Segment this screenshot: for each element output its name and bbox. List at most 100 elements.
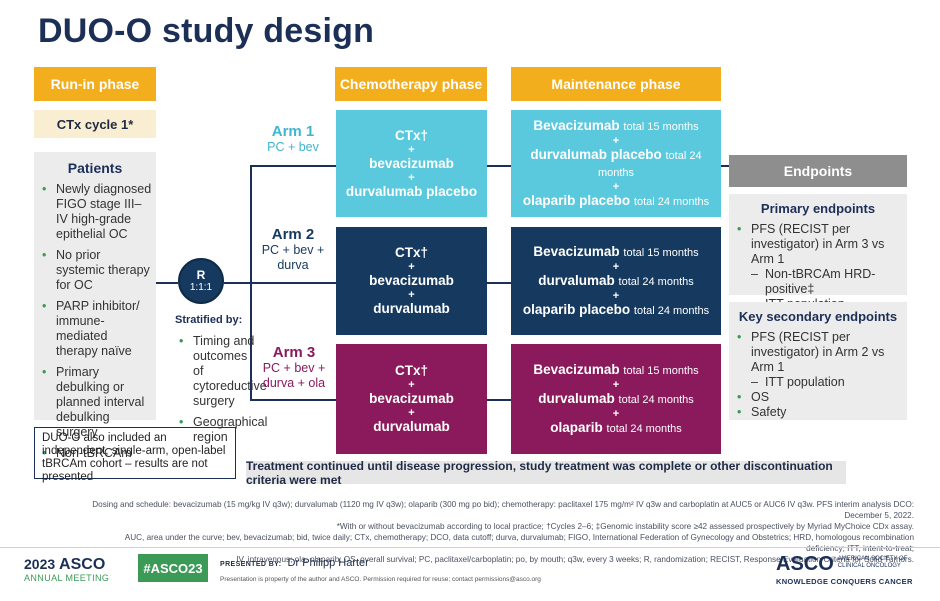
plus-sign: + — [408, 289, 415, 301]
plus-sign: + — [612, 378, 620, 391]
arm-3-label: Arm 3 PC + bev + durva + ola — [256, 344, 332, 391]
maintenance-drug: olaparib placebo — [522, 301, 631, 317]
connector-line — [721, 165, 729, 167]
footnote-line: AUC, area under the curve; bev, bevacizu… — [124, 533, 914, 553]
maintenance-duration: total 24 months — [618, 275, 694, 288]
plus-sign: + — [612, 260, 620, 273]
society-line-2: CLINICAL ONCOLOGY — [837, 563, 901, 569]
connector-line — [250, 165, 252, 400]
plus-sign: + — [408, 143, 415, 156]
arm-1-subtitle: PC + bev — [267, 140, 319, 154]
run-in-phase-header: Run-in phase — [34, 67, 156, 101]
connector-line — [224, 282, 336, 284]
secondary-endpoints-heading: Key secondary endpoints — [738, 309, 898, 324]
patients-heading: Patients — [67, 160, 123, 176]
slide-title: DUO-O study design — [38, 12, 375, 50]
plus-sign: + — [612, 134, 620, 147]
footnote-line: *With or without bevacizumab according t… — [336, 522, 914, 531]
footer-divider — [0, 547, 940, 548]
asco-logo: ASCO AMERICAN SOCIETY OF CLINICAL ONCOLO… — [776, 553, 926, 586]
maintenance-duration: total 15 months — [623, 246, 699, 259]
maintenance-drug: durvalumab — [538, 272, 615, 288]
maintenance-duration: total 24 months — [606, 422, 682, 435]
randomization-ratio: 1:1:1 — [189, 282, 213, 293]
maintenance-duration: total 15 months — [623, 364, 699, 377]
connector-line — [487, 165, 511, 167]
list-item: No prior systemic therapy for OC — [38, 248, 152, 293]
plus-sign: + — [408, 407, 415, 419]
permission-note: Presentation is property of the author a… — [220, 576, 541, 583]
treatment-note: Treatment continued until disease progre… — [246, 459, 846, 487]
arm-3-title: Arm 3 — [272, 344, 316, 361]
presenter-name: Dr Philipp Harter — [287, 557, 369, 569]
list-item: PFS (RECIST per investigator) in Arm 2 v… — [733, 330, 903, 375]
meeting-asco: ASCO — [59, 556, 106, 573]
maintenance-drug: Bevacizumab — [533, 243, 620, 259]
list-item: ITT population — [733, 375, 903, 390]
stratification: Stratified by: Timing and outcomes of cy… — [175, 314, 267, 445]
list-item: Newly diagnosed FIGO stage III–IV high-g… — [38, 182, 152, 242]
chemo-drug: durvalumab — [373, 419, 450, 434]
meeting-name: ANNUAL MEETING — [24, 573, 110, 583]
maintenance-phase-header: Maintenance phase — [511, 67, 721, 101]
plus-sign: + — [612, 289, 620, 302]
plus-sign: + — [408, 379, 415, 391]
chemo-drug: durvalumab placebo — [345, 183, 478, 199]
society-line-1: AMERICAN SOCIETY OF — [837, 556, 908, 562]
plus-sign: + — [408, 171, 415, 184]
footnotes: Dosing and schedule: bevacizumab (15 mg/… — [92, 499, 914, 565]
connector-line — [156, 282, 178, 284]
arm-3-subtitle: PC + bev + durva + ola — [262, 361, 326, 390]
primary-endpoints-box: Primary endpoints PFS (RECIST per invest… — [729, 194, 907, 312]
meeting-logo: 2023 ASCO ANNUAL MEETING — [24, 556, 134, 583]
maintenance-duration: total 24 months — [633, 195, 710, 208]
list-item: Non-tBRCAm HRD-positive‡ — [733, 267, 903, 297]
plus-sign: + — [612, 180, 620, 193]
arm-2-label: Arm 2 PC + bev + durva — [256, 226, 330, 273]
connector-line — [250, 399, 336, 401]
arm-3-maintenance-box: Bevacizumab total 15 months + durvalumab… — [511, 344, 721, 454]
primary-endpoints-list: PFS (RECIST per investigator) in Arm 3 v… — [733, 222, 903, 312]
arm-1-maintenance-box: Bevacizumab total 15 months + durvalumab… — [511, 110, 721, 217]
chemo-drug: CTx† — [394, 245, 428, 260]
cohort-note: DUO-O also included an independent, sing… — [34, 427, 236, 483]
run-in-cycle: CTx cycle 1* — [34, 110, 156, 138]
maintenance-duration: total 15 months — [623, 120, 699, 133]
footnote-line: IV, intravenous; ola, olaparib; OS, over… — [236, 555, 914, 564]
connector-line — [250, 165, 336, 167]
list-item: PARP inhibitor/ immune-mediated therapy … — [38, 299, 152, 359]
secondary-endpoints-list: PFS (RECIST per investigator) in Arm 2 v… — [733, 330, 903, 420]
hashtag-badge: #ASCO23 — [138, 554, 208, 582]
chemo-drug: bevacizumab — [369, 391, 454, 406]
primary-endpoints-heading: Primary endpoints — [760, 201, 876, 216]
connector-line — [487, 282, 511, 284]
randomization-label: R — [196, 268, 206, 282]
chemo-drug: CTx† — [394, 127, 428, 143]
footnote-line: Dosing and schedule: bevacizumab (15 mg/… — [92, 500, 914, 520]
plus-sign: + — [612, 407, 620, 420]
arm-1-chemo-box: CTx† + bevacizumab + durvalumab placebo — [336, 110, 487, 217]
arm-3-chemo-box: CTx† + bevacizumab + durvalumab — [336, 344, 487, 454]
arm-2-subtitle: PC + bev + durva — [261, 243, 325, 272]
randomization-circle: R 1:1:1 — [178, 258, 224, 304]
patients-list: Newly diagnosed FIGO stage III–IV high-g… — [38, 182, 152, 461]
patients-box: Patients Newly diagnosed FIGO stage III–… — [34, 152, 156, 461]
chemo-drug: bevacizumab — [369, 273, 454, 288]
chemo-drug: bevacizumab — [369, 155, 454, 171]
arm-1-label: Arm 1 PC + bev — [258, 123, 328, 155]
chemo-phase-header: Chemotherapy phase — [335, 67, 487, 101]
maintenance-duration: total 24 months — [597, 149, 702, 179]
maintenance-drug: olaparib — [550, 419, 603, 435]
presenter-block: PRESENTED BY: Dr Philipp Harter Presenta… — [220, 556, 600, 583]
endpoints-header: Endpoints — [729, 155, 907, 187]
maintenance-drug: durvalumab placebo — [530, 146, 662, 162]
maintenance-duration: total 24 months — [618, 393, 694, 406]
connector-line — [487, 399, 511, 401]
list-item: Primary debulking or planned interval de… — [38, 365, 152, 440]
list-item: OS — [733, 390, 903, 405]
presented-by-label: PRESENTED BY: — [220, 561, 282, 568]
list-item: Timing and outcomes of cytoreductive sur… — [175, 334, 267, 409]
arm-2-title: Arm 2 — [271, 226, 315, 243]
maintenance-drug: Bevacizumab — [533, 361, 620, 377]
stratification-list: Timing and outcomes of cytoreductive sur… — [175, 334, 267, 445]
